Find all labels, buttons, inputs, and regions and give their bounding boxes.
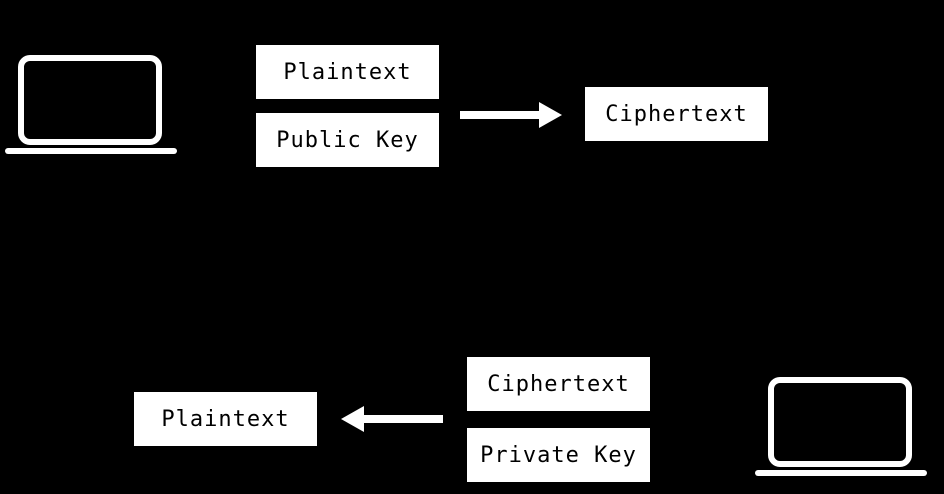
receiver-ciphertext-label: Ciphertext bbox=[487, 371, 630, 397]
public-key-label: Public Key bbox=[276, 127, 419, 153]
sender-laptop-icon bbox=[5, 55, 177, 154]
receiver-laptop-icon bbox=[755, 377, 927, 476]
receiver-ciphertext-box: Ciphertext bbox=[467, 357, 650, 411]
arrow-left-icon bbox=[341, 406, 443, 432]
receiver-plaintext-label: Plaintext bbox=[161, 406, 290, 432]
private-key-box: Private Key bbox=[467, 428, 650, 482]
arrow-right-icon bbox=[460, 102, 562, 128]
sender-plaintext-box: Plaintext bbox=[256, 45, 439, 99]
sender-ciphertext-label: Ciphertext bbox=[605, 101, 748, 127]
sender-ciphertext-box: Ciphertext bbox=[585, 87, 768, 141]
public-key-box: Public Key bbox=[256, 113, 439, 167]
receiver-plaintext-box: Plaintext bbox=[134, 392, 317, 446]
private-key-label: Private Key bbox=[480, 442, 637, 468]
sender-plaintext-label: Plaintext bbox=[283, 59, 412, 85]
